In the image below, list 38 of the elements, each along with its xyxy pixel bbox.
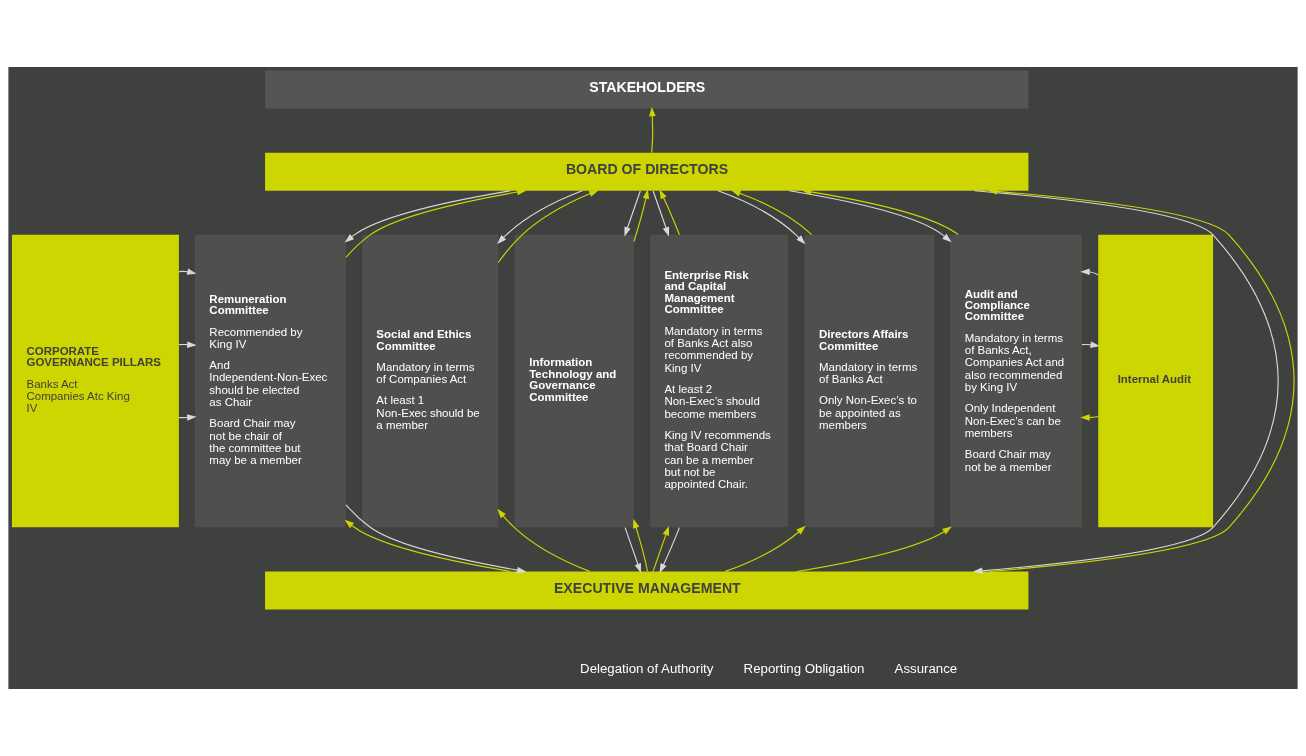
arrow bbox=[633, 189, 650, 243]
arrow bbox=[652, 190, 670, 237]
arrow bbox=[633, 518, 649, 572]
arrow bbox=[1080, 414, 1099, 421]
legend-label: Reporting Obligation bbox=[743, 660, 865, 676]
arrow bbox=[1080, 268, 1099, 276]
node-box: CORPORATE GOVERNANCE PILLARS Banks Act Companies Atc King IV bbox=[11, 234, 179, 528]
arrow bbox=[659, 189, 681, 236]
arrow bbox=[788, 190, 952, 243]
node-box: Audit and Compliance Committee Mandatory in terms of Banks Act, Companies Act and also recommended by King IV Only Independent Non-Exec’s can be members Board Chair may not be a member bbox=[950, 234, 1082, 528]
node-box: Internal Audit bbox=[1098, 234, 1214, 528]
node-box: Social and Ethics Committee Mandatory in terms of Companies Act At least 1 Non-Exec should be a member bbox=[362, 234, 499, 528]
arrow bbox=[659, 527, 680, 573]
arrow bbox=[802, 188, 959, 236]
legend-label: Delegation of Authority bbox=[580, 660, 714, 676]
node-box: BOARD OF DIRECTORS bbox=[265, 152, 1029, 191]
arrow bbox=[795, 526, 952, 573]
arrow bbox=[624, 527, 641, 573]
arrow bbox=[624, 190, 641, 237]
arrow bbox=[344, 190, 512, 243]
node-box: EXECUTIVE MANAGEMENT bbox=[265, 571, 1029, 610]
arrow bbox=[731, 190, 813, 236]
arrow bbox=[497, 190, 599, 264]
node-box: Information Technology and Governance Committee bbox=[514, 234, 634, 528]
node-box: Directors Affairs Committee Mandatory in terms of Banks Act Only Non-Exec’s to be appointed as members bbox=[804, 234, 935, 528]
arrow bbox=[497, 190, 583, 245]
arrow bbox=[717, 190, 806, 245]
arrow bbox=[345, 504, 527, 574]
arrow bbox=[497, 508, 591, 572]
arrow bbox=[649, 106, 656, 154]
arrow bbox=[344, 519, 512, 572]
arrow bbox=[652, 525, 669, 572]
node-box: STAKEHOLDERS bbox=[265, 70, 1029, 109]
arrow bbox=[345, 188, 527, 258]
node-box: Enterprise Risk and Capital Management Committee Mandatory in terms of Banks Act also recommended by King IV At least 2 Non-Exec’s should become members King IV recommends that Board Chair can be a member but not be appointed Chair. bbox=[650, 234, 789, 528]
node-box: Remuneration Committee Recommended by King IV And Independent-Non-Exec should be elected as Chair Board Chair may not be chair of the committee but may be a member bbox=[194, 234, 346, 528]
arrow bbox=[724, 525, 806, 572]
legend-label: Assurance bbox=[894, 660, 958, 676]
